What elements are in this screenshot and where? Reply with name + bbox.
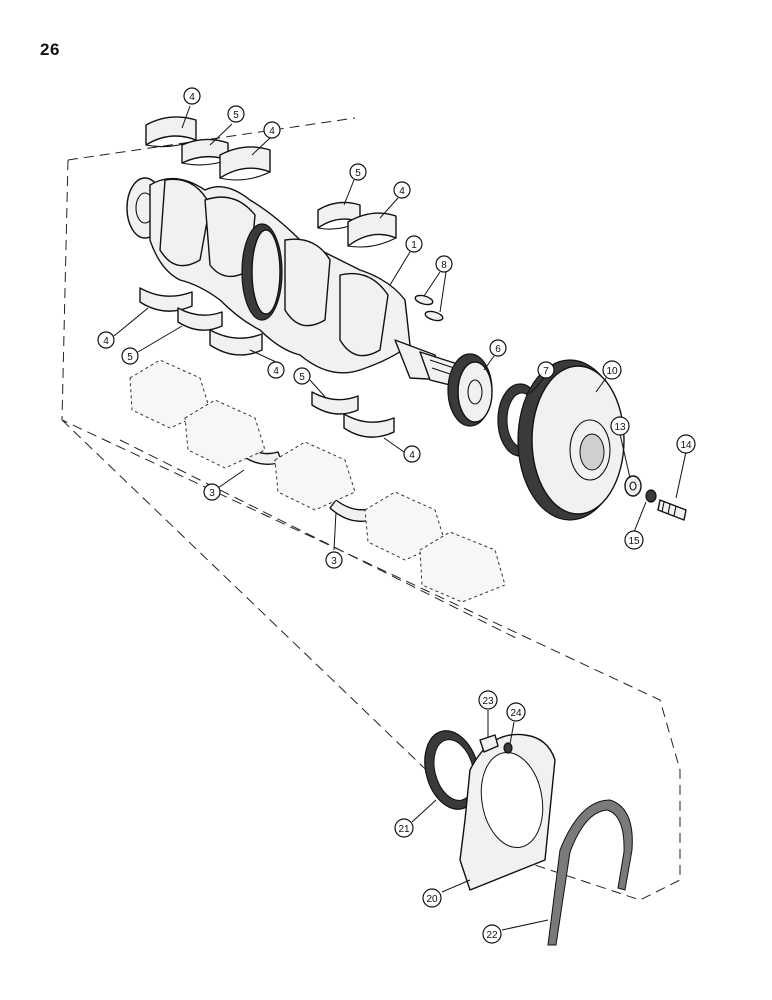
lower-bearing-shell-group-2 (311, 391, 395, 438)
callout-5-middle-upper: 5 (349, 163, 367, 181)
rear-oil-seal (424, 730, 480, 810)
callout-4-top-right: 4 (263, 121, 281, 139)
svg-text:5: 5 (299, 372, 305, 383)
callout-5-lower-middle: 5 (293, 367, 311, 385)
upper-bearing-shell-group (145, 116, 271, 181)
main-bearing-caps (129, 359, 506, 603)
block-dashed-guide (119, 439, 521, 641)
crankshaft (126, 177, 479, 393)
callout-7-seal: 7 (537, 361, 555, 379)
svg-text:22: 22 (486, 930, 498, 941)
callout-3-left: 3 (203, 483, 221, 501)
svg-text:4: 4 (273, 366, 279, 377)
callout-14-bolt: 14 (676, 434, 696, 454)
svg-text:4: 4 (409, 450, 415, 461)
callout-13-washer: 13 (610, 416, 630, 436)
damper-fasteners (624, 475, 687, 521)
svg-text:4: 4 (399, 186, 405, 197)
callout-6-gear: 6 (489, 339, 507, 357)
svg-text:20: 20 (426, 894, 438, 905)
svg-text:5: 5 (355, 168, 361, 179)
svg-text:4: 4 (269, 126, 275, 137)
svg-text:23: 23 (482, 696, 494, 707)
svg-text:4: 4 (103, 336, 109, 347)
callout-10-damper: 10 (602, 360, 622, 380)
callout-4-lower-left: 4 (97, 331, 115, 349)
crankshaft-gear (447, 353, 493, 427)
callout-8-keys: 8 (435, 255, 453, 273)
retainer-gasket (547, 799, 633, 946)
svg-text:21: 21 (398, 824, 410, 835)
svg-text:7: 7 (543, 366, 549, 377)
svg-text:10: 10 (606, 366, 618, 377)
callout-22-gasket: 22 (482, 924, 502, 944)
vibration-damper (517, 359, 625, 521)
woodruff-keys (414, 294, 444, 322)
callout-1-crankshaft: 1 (405, 235, 423, 253)
callout-5-top: 5 (227, 105, 245, 123)
svg-text:3: 3 (209, 488, 215, 499)
callout-4-lower-right: 4 (403, 445, 421, 463)
callout-21-rear-seal: 21 (394, 818, 414, 838)
callout-4-lower-middle: 4 (267, 361, 285, 379)
svg-text:6: 6 (495, 344, 501, 355)
svg-text:5: 5 (233, 110, 239, 121)
svg-text:14: 14 (680, 440, 692, 451)
svg-text:5: 5 (127, 352, 133, 363)
svg-text:8: 8 (441, 260, 447, 271)
svg-text:1: 1 (411, 240, 417, 251)
svg-text:24: 24 (510, 708, 522, 719)
svg-text:15: 15 (628, 536, 640, 547)
callout-4-top-left: 4 (183, 87, 201, 105)
retainer-fasteners (479, 734, 513, 754)
page-number: 26 (40, 40, 60, 59)
svg-text:13: 13 (614, 422, 626, 433)
lower-bearing-shell-group (139, 287, 263, 356)
upper-bearing-shell-group-2 (317, 201, 397, 248)
callout-20-retainer: 20 (422, 888, 442, 908)
svg-text:3: 3 (331, 556, 337, 567)
callout-24-washer: 24 (506, 702, 526, 722)
leader-lines (113, 105, 687, 931)
svg-text:4: 4 (189, 92, 195, 103)
callout-5-lower-left: 5 (121, 347, 139, 365)
callout-15-lockwasher: 15 (624, 530, 644, 550)
callout-23-bolt: 23 (478, 690, 498, 710)
rear-seal-retainer (459, 733, 556, 891)
callout-3-right: 3 (325, 551, 343, 569)
callout-4-middle-upper: 4 (393, 181, 411, 199)
